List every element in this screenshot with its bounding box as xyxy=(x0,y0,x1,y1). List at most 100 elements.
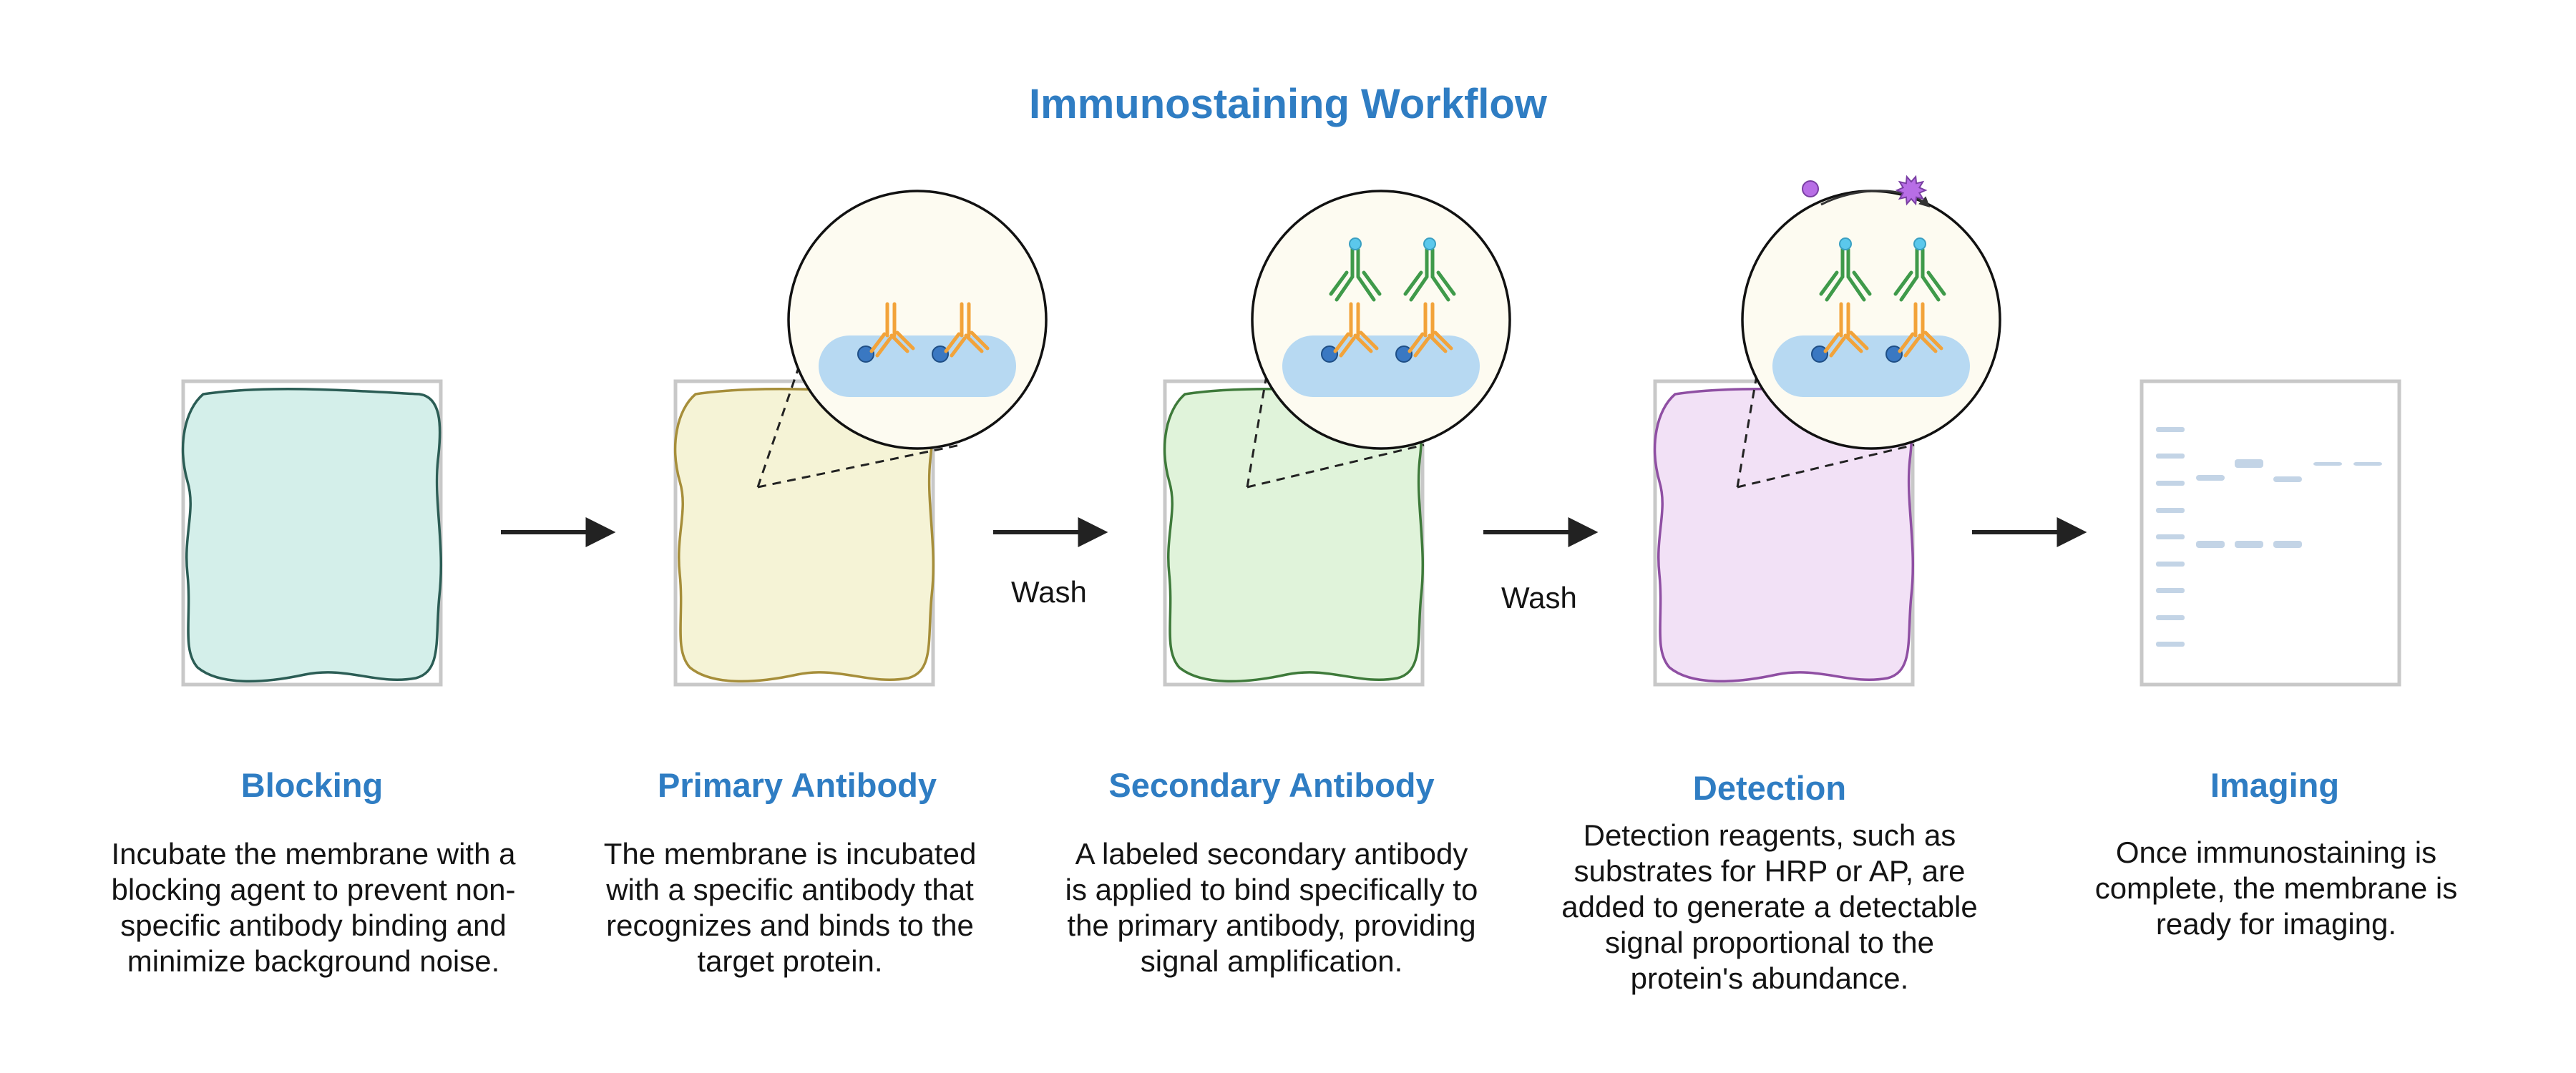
primary-antibody-arm xyxy=(889,333,909,353)
zoom-callout-line xyxy=(1736,333,1765,488)
antigen-dot-icon xyxy=(857,346,874,363)
primary-antibody-arm xyxy=(875,336,892,358)
primary-antibody-icon xyxy=(1898,302,1943,358)
secondary-antibody-arm xyxy=(1335,275,1355,302)
reaction-curve-arrow xyxy=(1820,190,1931,208)
primary-antibody-arm xyxy=(1843,333,1863,353)
primary-antibody-arm xyxy=(950,336,967,358)
membrane-blob xyxy=(181,388,443,683)
page-title: Immunostaining Workflow xyxy=(1029,81,1547,127)
primary-antibody-arm xyxy=(1903,336,1921,358)
antigen-dot-icon xyxy=(1321,346,1338,363)
primary-antibody-arm xyxy=(1823,332,1840,353)
zoom-callout-line xyxy=(1246,333,1275,488)
primary-antibody-arm xyxy=(1829,336,1846,358)
protein-band xyxy=(2196,475,2225,481)
primary-antibody-icon xyxy=(1823,302,1869,358)
ladder-band xyxy=(2156,562,2185,567)
protein-band xyxy=(2273,476,2302,482)
blocked-membrane-icon xyxy=(181,379,443,687)
primary-antibody-arm xyxy=(1413,336,1430,358)
ladder-band xyxy=(2156,454,2185,459)
protein-band xyxy=(2273,541,2302,548)
primary-antibody-arm xyxy=(1433,330,1453,351)
ladder-band xyxy=(2156,642,2185,647)
ladder-band xyxy=(2156,615,2185,620)
secondary-antibody-icon xyxy=(1893,237,1946,302)
step-title-detection: Detection xyxy=(1692,769,1847,807)
ladder-band xyxy=(2156,534,2185,539)
ladder-band xyxy=(2156,508,2185,513)
zoom-circle xyxy=(1741,190,2001,450)
step-description-secondary-antibody: A labeled secondary antibody is applied … xyxy=(1065,837,1478,978)
step-description-primary-antibody: The membrane is incubated with a specifi… xyxy=(603,837,977,978)
step-title-primary-antibody: Primary Antibody xyxy=(658,766,937,804)
target-protein-band xyxy=(1282,335,1480,397)
protein-band xyxy=(2235,459,2263,468)
label-dot-icon xyxy=(1349,237,1362,250)
primary-antibody-arm xyxy=(1359,330,1379,351)
zoom-circle xyxy=(787,190,1048,450)
primary-antibody-arm xyxy=(895,330,915,351)
primary-antibody-arm xyxy=(1849,330,1869,351)
primary-antibody-arm xyxy=(1407,332,1425,353)
step-title-blocking: Blocking xyxy=(240,766,384,804)
wash-label-1: Wash xyxy=(1011,575,1087,609)
label-dot-icon xyxy=(1839,237,1852,250)
zoom-inset-1 xyxy=(756,190,1048,489)
step-description-imaging: Once immunostaining is complete, the mem… xyxy=(2094,836,2458,941)
antigen-dot-icon xyxy=(932,346,949,363)
step-description-detection: Detection reagents, such as substrates f… xyxy=(1561,818,1978,995)
blot-image-icon xyxy=(2140,379,2401,687)
primary-antibody-arm xyxy=(1923,330,1943,351)
secondary-antibody-arm xyxy=(1899,275,1919,302)
target-protein-band xyxy=(819,335,1016,397)
primary-antibody-arm xyxy=(1898,332,1915,353)
step-description-blocking: Incubate the membrane with a blocking ag… xyxy=(111,837,516,978)
zoom-inset-2 xyxy=(1246,190,1511,489)
primary-antibody-arm xyxy=(970,330,990,351)
target-protein-band xyxy=(1772,335,1970,397)
primary-antibody-arm xyxy=(944,332,961,353)
secondary-antibody-arm xyxy=(1819,270,1839,296)
secondary-antibody-icon xyxy=(1329,237,1382,302)
primary-antibody-membrane-icon xyxy=(673,379,935,687)
substrate-dot-icon xyxy=(1802,180,1819,197)
substrate-reaction-icon xyxy=(1802,175,1931,208)
antigen-dot-icon xyxy=(1395,346,1413,363)
primary-antibody-arm xyxy=(869,332,887,353)
secondary-antibody-arm xyxy=(1926,270,1946,296)
primary-antibody-arm xyxy=(1333,332,1350,353)
antigen-dot-icon xyxy=(1885,346,1903,363)
primary-antibody-arm xyxy=(1339,336,1356,358)
label-dot-icon xyxy=(1913,237,1926,250)
primary-antibody-icon xyxy=(1407,302,1453,358)
ladder-band xyxy=(2156,481,2185,486)
step-title-imaging: Imaging xyxy=(2210,766,2340,804)
protein-band xyxy=(2196,541,2225,548)
secondary-antibody-arm xyxy=(1362,270,1382,296)
zoom-inset-3 xyxy=(1736,175,2001,489)
secondary-antibody-icon xyxy=(1819,237,1872,302)
secondary-antibody-arm xyxy=(1825,275,1845,302)
secondary-antibody-arm xyxy=(1893,270,1913,296)
label-dot-icon xyxy=(1423,237,1436,250)
zoom-callout-line xyxy=(1246,444,1425,489)
primary-antibody-icon xyxy=(869,302,915,358)
ladder-band xyxy=(2156,427,2185,432)
secondary-antibody-arm xyxy=(1329,270,1349,296)
secondary-antibody-icon xyxy=(1403,237,1456,302)
secondary-antibody-arm xyxy=(1852,270,1872,296)
zoom-callout-line xyxy=(757,444,961,489)
secondary-antibody-arm xyxy=(1403,270,1423,296)
zoom-circle xyxy=(1251,190,1511,450)
primary-antibody-icon xyxy=(944,302,990,358)
primary-antibody-arm xyxy=(1918,333,1938,353)
blot-frame xyxy=(2140,379,2401,687)
zoom-callout-line xyxy=(756,333,811,488)
primary-antibody-arm xyxy=(1428,333,1448,353)
secondary-antibody-arm xyxy=(1436,270,1456,296)
ladder-band xyxy=(2156,588,2185,593)
primary-antibody-arm xyxy=(1353,333,1373,353)
